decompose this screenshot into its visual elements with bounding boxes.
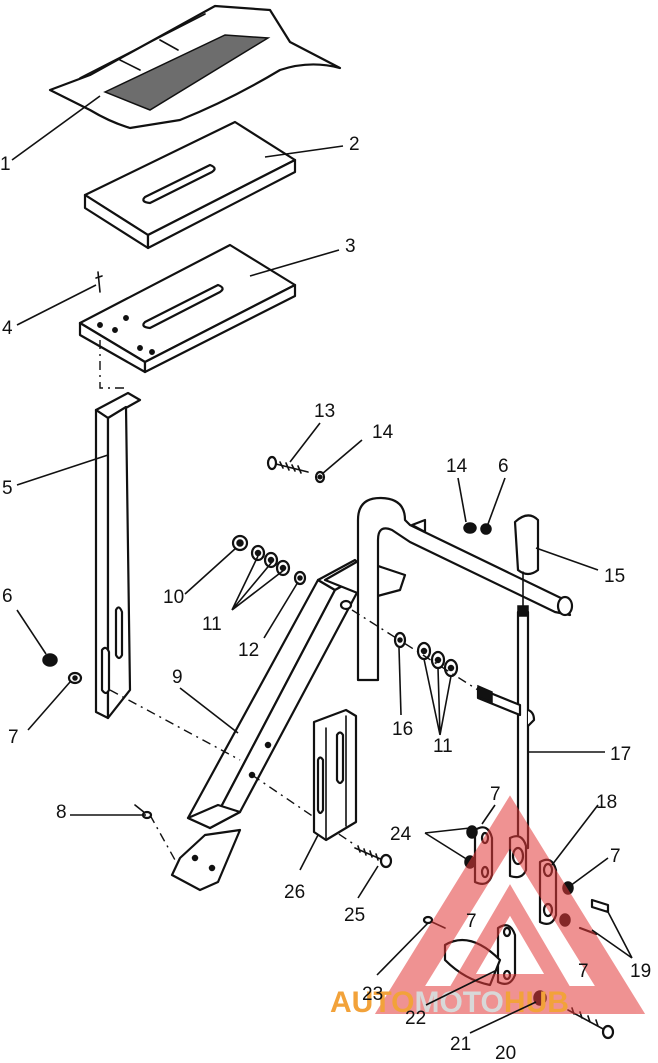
callout-23: 23 <box>362 984 383 1005</box>
callout-7-top: 7 <box>490 784 501 805</box>
callout-7-right: 7 <box>610 846 621 867</box>
threaded-stud <box>351 609 522 717</box>
callout-3: 3 <box>345 236 356 257</box>
part-14-washer-right <box>463 522 477 534</box>
part-8-pin <box>134 804 153 820</box>
part-26-bracket <box>312 708 358 842</box>
part-6-nut-right <box>480 523 492 535</box>
callout-14-right: 14 <box>446 456 468 477</box>
part-13-bolt <box>266 455 309 474</box>
watermark-logo <box>374 795 646 1014</box>
part-5-vertical-bracket <box>94 340 142 720</box>
callout-20: 20 <box>495 1043 516 1063</box>
callout-13: 13 <box>314 401 335 422</box>
part-15-knob <box>513 514 540 576</box>
callout-12: 12 <box>238 640 259 661</box>
part-11-washers-left <box>250 544 291 577</box>
part-9-diagonal-tube <box>109 558 407 892</box>
callout-4: 4 <box>2 318 13 339</box>
callout-18: 18 <box>596 792 617 813</box>
part-10-nut <box>231 534 249 552</box>
callout-17: 17 <box>610 744 631 765</box>
part-2-upper-plate <box>83 120 297 250</box>
shift-lever-frame <box>356 496 574 682</box>
callout-16: 16 <box>392 719 413 740</box>
callout-24: 24 <box>390 824 412 845</box>
callout-7-mid: 7 <box>466 911 477 932</box>
part-12-washer <box>293 570 307 586</box>
part-3-bracket-plate <box>78 243 297 374</box>
part-4-pin <box>95 271 103 293</box>
callout-1: 1 <box>0 154 11 175</box>
callout-11-right: 11 <box>433 736 453 757</box>
callout-22: 22 <box>405 1008 426 1029</box>
part-1-floor-panel <box>48 4 342 130</box>
callout-14-top: 14 <box>372 422 394 443</box>
watermark-text: AUTOMOTOHUB <box>330 986 569 1019</box>
callout-8: 8 <box>56 802 67 823</box>
callout-21: 21 <box>450 1034 471 1055</box>
watermark-inner-triangle <box>448 884 572 990</box>
callout-2: 2 <box>349 134 360 155</box>
callout-10: 10 <box>163 587 184 608</box>
callout-7: 7 <box>8 727 19 748</box>
part-25-bolt <box>354 845 393 869</box>
callout-26: 26 <box>284 882 305 903</box>
callout-5: 5 <box>2 478 13 499</box>
callout-6-right: 6 <box>498 456 509 477</box>
callout-labels: 1 2 3 4 5 6 7 8 9 10 11 11 12 13 14 14 6… <box>0 134 651 1063</box>
callout-6: 6 <box>2 586 13 607</box>
callout-15: 15 <box>604 566 625 587</box>
part-6-nut-left <box>42 653 58 667</box>
callout-9: 9 <box>172 667 183 688</box>
callout-25: 25 <box>344 905 365 926</box>
callout-19: 19 <box>630 961 651 982</box>
watermark-triangle <box>374 795 646 1014</box>
leader-lines <box>11 95 633 1034</box>
callout-11-left: 11 <box>202 614 222 635</box>
callout-7-bottom: 7 <box>578 961 589 982</box>
part-14-washer-top <box>314 470 326 484</box>
part-7-washer-left <box>67 671 83 685</box>
